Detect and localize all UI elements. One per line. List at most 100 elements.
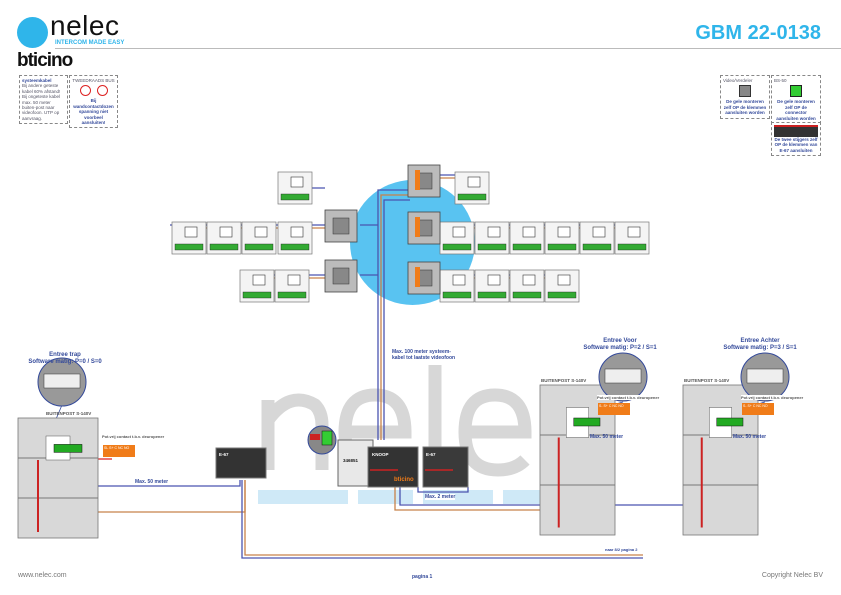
switch-icon — [310, 434, 320, 440]
entrance-software: Software matig: P=3 / S=1 — [723, 345, 797, 352]
entrance-name: Entree trap — [49, 352, 81, 358]
terminal-labels: S- S+ C NC NO — [599, 404, 624, 408]
screen-icon — [287, 274, 301, 286]
video-distributor — [407, 211, 441, 245]
continuation-cable — [241, 480, 643, 559]
terminal-icon — [547, 291, 577, 299]
screen-icon — [592, 226, 606, 238]
power-module — [337, 439, 374, 487]
power-module-label: 346851 — [343, 458, 359, 463]
node-brand: bticino — [394, 477, 414, 483]
screen-icon — [290, 226, 304, 238]
legend-text: De gele monteren zelf OP de klemmen aans… — [723, 99, 767, 116]
node-unit — [367, 446, 419, 488]
terminal-icon — [174, 243, 204, 251]
terminal-icon — [512, 291, 542, 299]
screen-icon — [467, 176, 481, 188]
dip-switch-icon — [43, 373, 81, 389]
footer-copyright: Copyright Nelec BV — [761, 572, 823, 579]
terminal-block: S- S+ C NC NO — [598, 403, 630, 415]
screen-icon — [254, 226, 268, 238]
riser-cable — [380, 194, 410, 440]
document-number: GBM 22-0138 — [695, 22, 821, 44]
contact-label: Pot.vrij contact t.b.v. deuropener — [741, 395, 804, 400]
terminal-icon — [512, 243, 542, 251]
dip-switch-icon — [746, 368, 784, 384]
distance-label: Max. 50 meter — [733, 434, 767, 440]
continuation-label: naar 8/2 pagina 2 — [605, 547, 638, 552]
bus-note: TWEEDRAADS BUS Bij wandcontactdozen span… — [69, 75, 118, 129]
screen-icon — [557, 226, 571, 238]
short-link — [417, 487, 469, 493]
cable-note-title: systeemkabel — [22, 78, 52, 83]
screen-icon — [522, 274, 536, 286]
connector-icon — [321, 430, 333, 446]
brand-logo: nelec — [50, 10, 120, 41]
power-supply — [215, 447, 267, 479]
distance-label: Max. 50 meter — [590, 434, 624, 440]
cable-note-text: Bij andere geteste kabel 60% afstand! Bi… — [22, 83, 61, 121]
riser-note: Max. 100 meter systeem-kabel tot laatste… — [392, 349, 456, 361]
dip-switch-icon — [604, 368, 642, 384]
distributor-core-icon — [332, 217, 350, 235]
continuation-cable — [244, 480, 643, 556]
terminal-icon — [617, 243, 647, 251]
terminal-icon — [477, 243, 507, 251]
outdoor-station — [17, 417, 99, 539]
legend-video-distributor: Video/Verdeler De gele monteren zelf OP … — [720, 75, 770, 119]
legend-module: BS-50 De gele monteren zelf OP de connec… — [771, 75, 821, 124]
screen-icon — [184, 226, 198, 238]
watermark-letter-n — [261, 393, 329, 470]
legend-title: BS-50 — [774, 78, 787, 83]
bus-note-text: Bij wandcontactdozen spanning niet voorb… — [73, 98, 114, 125]
terminal-labels: SL S+ C NC NO — [104, 446, 130, 450]
unit-label: BUITENPOST S-140V — [684, 378, 730, 383]
connector-icon — [53, 444, 83, 453]
terminal-icon — [280, 193, 310, 201]
entrance-software: Software matig: P=2 / S=1 — [583, 345, 657, 352]
screen-icon — [290, 176, 304, 188]
terminal-icon — [547, 243, 577, 251]
distributor-icon — [739, 85, 751, 98]
power-supply-label: E-67 — [219, 452, 229, 457]
terminal-block: S- S+ C NC NO — [742, 403, 774, 415]
power-supply-label: E-67 — [426, 452, 436, 457]
terminal-icon — [582, 243, 612, 251]
prohibited-icon — [79, 85, 108, 97]
screen-icon — [487, 226, 501, 238]
watermark-letter-e — [458, 388, 532, 477]
power-supply-icon — [774, 125, 818, 137]
entrance-name: Entree Voor — [603, 338, 637, 344]
node-label: KNOOP — [372, 452, 389, 457]
terminal-labels: S- S+ C NC NO — [743, 404, 768, 408]
terminal-icon — [477, 291, 507, 299]
footer-page: pagina 1 — [412, 574, 433, 580]
footer-website[interactable]: www.nelec.com — [18, 572, 67, 579]
terminal-icon — [209, 243, 239, 251]
terminal-icon — [244, 243, 274, 251]
nelec-logo-icon — [17, 17, 48, 48]
entrance-software: Software matig: P=0 / S=0 — [28, 359, 102, 366]
terminal-strip-icon — [415, 217, 420, 237]
terminal-icon — [442, 291, 472, 299]
cable-note: systeemkabel Bij andere geteste kabel 60… — [19, 75, 68, 125]
legend-power: De twee stijgers zelf OP de klemmen van … — [771, 122, 821, 157]
contact-label: Pot.vrij contact t.b.v. deuropener — [597, 395, 660, 400]
header-divider — [55, 48, 841, 49]
terminal-icon — [457, 193, 487, 201]
unit-label: BUITENPOST S-140V — [541, 378, 587, 383]
screen-icon — [452, 274, 466, 286]
terminal-icon — [280, 243, 310, 251]
brand-tagline: INTERCOM MADE EASY — [55, 40, 125, 46]
bticino-logo: bticino — [17, 50, 73, 71]
screen-icon — [627, 226, 641, 238]
legend-title: Video/Verdeler — [723, 78, 753, 83]
screen-icon — [557, 274, 571, 286]
terminal-block: SL S+ C NC NO — [103, 445, 135, 457]
terminal-icon — [242, 291, 272, 299]
contact-label: Pot.vrij contact t.b.v. deuropener — [102, 434, 165, 439]
legend-text: De twee stijgers zelf OP de klemmen van … — [774, 137, 818, 153]
